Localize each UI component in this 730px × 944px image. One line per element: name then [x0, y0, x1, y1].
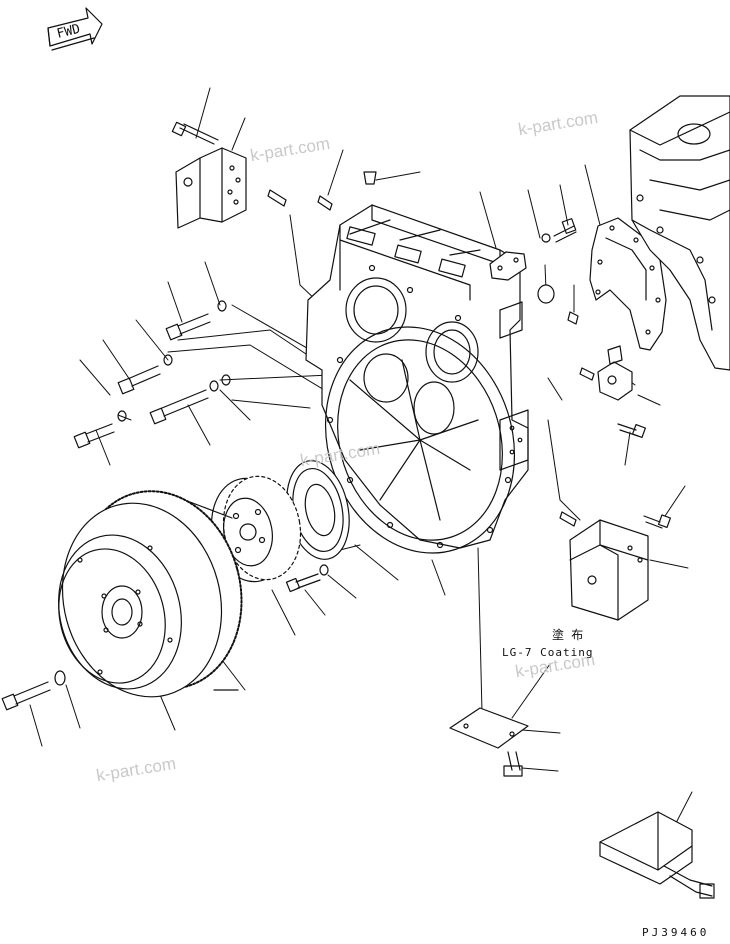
inspection-cover — [449, 707, 529, 777]
coating-kanji: 塗 布 — [552, 628, 584, 642]
dowel-pins — [267, 171, 595, 527]
engine-block — [629, 95, 730, 371]
coating-label: LG-7 Coating — [502, 646, 594, 659]
oil-seal — [286, 460, 350, 560]
gasket — [589, 217, 667, 351]
sensor-bracket — [597, 345, 647, 439]
upper-bracket — [171, 121, 247, 229]
cover-plate — [489, 218, 579, 325]
mounting-bolts — [1, 300, 329, 711]
turning-tool — [599, 811, 715, 899]
flywheel-housing — [305, 204, 529, 554]
fwd-label: FWD — [55, 22, 82, 42]
drawing-code: PJ39460 — [642, 926, 710, 939]
fwd-arrow-icon — [47, 7, 103, 51]
lower-right-bracket — [569, 514, 672, 621]
flywheel — [58, 490, 243, 698]
